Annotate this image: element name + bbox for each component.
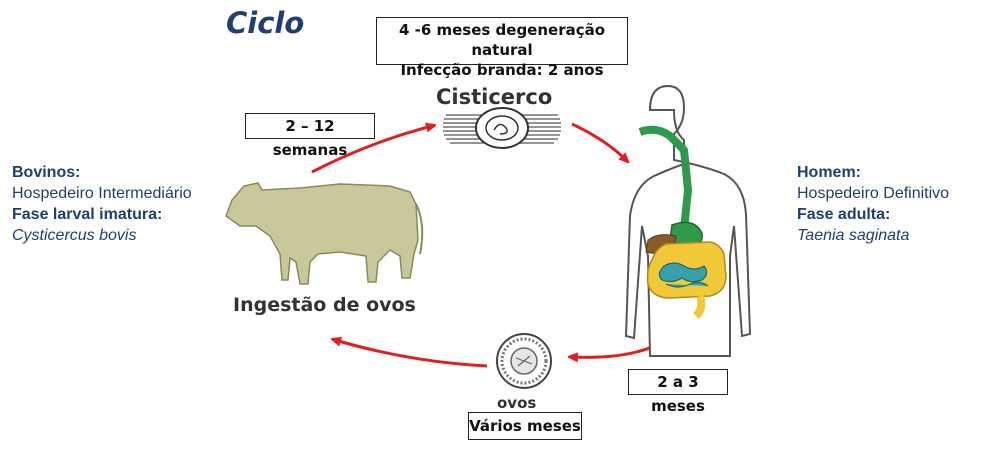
arrow-cow-to-cysticercus xyxy=(311,126,432,174)
egg-ingestion-label: Ingestão de ovos xyxy=(233,294,416,316)
left-role: Hospedeiro Intermediário xyxy=(12,185,192,202)
left-phase: Fase larval imatura: xyxy=(12,206,163,223)
degeneration-note-box: 4 -6 meses degeneração natural Infecção … xyxy=(376,17,628,79)
cysticercus-label: Cisticerco xyxy=(436,85,553,109)
right-phase: Fase adulta: xyxy=(797,206,891,223)
human-anatomy-icon xyxy=(624,84,752,357)
right-role: Hospedeiro Definitivo xyxy=(797,185,950,202)
cow-icon xyxy=(225,182,424,285)
right-species: Taenia saginata xyxy=(797,227,910,244)
mild-infection-note: Infecção branda: 2 anos xyxy=(400,61,604,79)
cysticercus-icon xyxy=(443,107,561,149)
host-intermediate-panel: Bovinos: Hospedeiro Intermediário Fase l… xyxy=(12,162,192,246)
arrow-eggs-to-cow xyxy=(335,340,488,368)
weeks-box: 2 – 12 semanas xyxy=(245,113,375,159)
months-box: 2 a 3 meses xyxy=(628,369,728,415)
degeneration-note: 4 -6 meses degeneração natural xyxy=(398,21,606,59)
arrow-cysticercus-to-human xyxy=(571,122,626,160)
eggs-label: ovos xyxy=(497,394,537,412)
host-definitive-panel: Homem: Hospedeiro Definitivo Fase adulta… xyxy=(797,162,949,246)
left-species: Cysticercus bovis xyxy=(12,227,137,244)
page-title: Ciclo xyxy=(226,6,305,40)
right-heading: Homem: xyxy=(797,164,862,181)
egg-icon xyxy=(496,333,552,389)
several-months-box: Vários meses xyxy=(468,412,582,440)
left-heading: Bovinos: xyxy=(12,164,81,181)
